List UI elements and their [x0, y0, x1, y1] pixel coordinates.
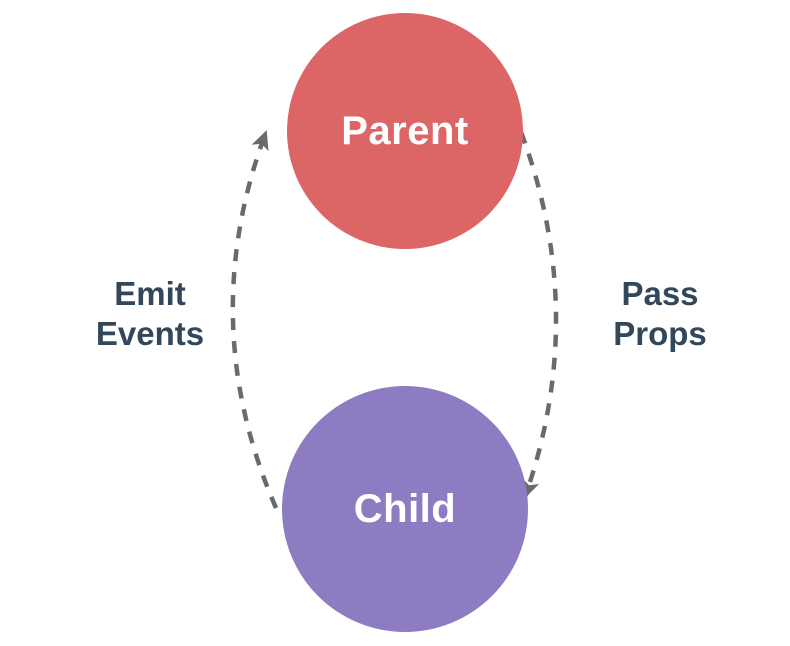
emit-events-label-line1: Emit	[114, 275, 186, 312]
emit-events-arrow	[230, 130, 279, 509]
pass-props-label-line1: Pass	[621, 275, 699, 312]
node-child: Child	[282, 386, 528, 632]
pass-props-arrow	[518, 131, 559, 499]
node-parent: Parent	[287, 13, 523, 249]
emit-events-label: Emit Events	[40, 274, 260, 354]
pass-props-label: Pass Props	[550, 274, 770, 354]
pass-props-label-line2: Props	[613, 315, 707, 352]
node-parent-label: Parent	[341, 108, 469, 153]
node-child-label: Child	[353, 486, 457, 531]
emit-events-label-line2: Events	[95, 315, 205, 352]
